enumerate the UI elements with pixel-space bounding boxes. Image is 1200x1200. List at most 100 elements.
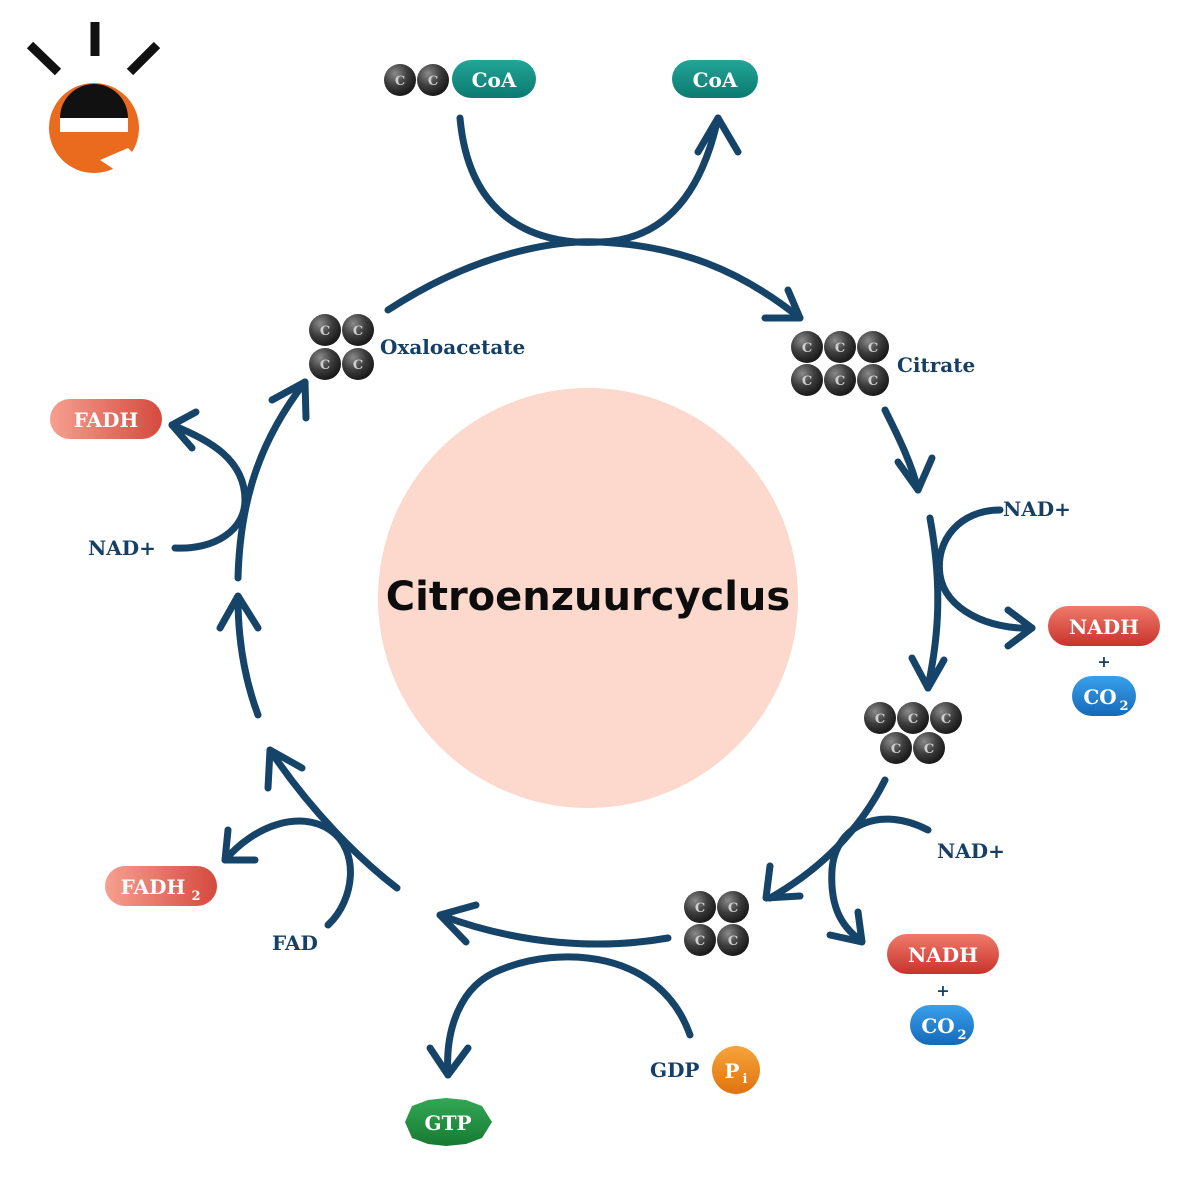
- succinyl-step-arrow: [436, 911, 672, 948]
- nad-label-1: NAD+: [1003, 497, 1071, 521]
- arrowhead: [761, 286, 804, 322]
- svg-text:C: C: [835, 341, 845, 356]
- nad-label-2: NAD+: [937, 839, 1005, 863]
- carbon-atom: [309, 348, 341, 380]
- svg-text:C: C: [941, 712, 951, 727]
- svg-text:C: C: [924, 742, 934, 757]
- carbon-atom: [309, 314, 341, 346]
- oxaloacetate-label: Oxaloacetate: [380, 335, 525, 359]
- svg-text:C: C: [868, 374, 878, 389]
- gdp-label: GDP: [650, 1058, 699, 1082]
- arrowhead: [694, 114, 742, 156]
- svg-text:CoA: CoA: [693, 68, 738, 92]
- svg-text:C: C: [353, 324, 363, 339]
- carbon-atom: [880, 732, 912, 764]
- carbon-atom: [857, 364, 889, 396]
- carbon-atom: [930, 702, 962, 734]
- arrowhead: [268, 378, 310, 422]
- svg-text:C: C: [728, 934, 738, 949]
- svg-text:C: C: [353, 358, 363, 373]
- isocitrate-step-arrow: [924, 514, 942, 692]
- carbon-atom: [913, 732, 945, 764]
- co2-pill-2: CO 2: [910, 1005, 974, 1045]
- svg-text:C: C: [395, 74, 405, 89]
- arrowhead: [894, 454, 936, 494]
- brand-logo: [26, 22, 161, 173]
- carbon-atom: [417, 64, 449, 96]
- carbon-atom: [384, 64, 416, 96]
- carbon-atom: [857, 331, 889, 363]
- plus-sign-1: +: [1097, 652, 1110, 671]
- svg-text:CoA: CoA: [472, 68, 517, 92]
- arrowhead: [1004, 606, 1036, 650]
- svg-text:C: C: [802, 341, 812, 356]
- gtp-badge: GTP: [405, 1098, 492, 1146]
- four-carbon-cluster: C C C C: [684, 891, 749, 956]
- svg-text:2: 2: [1119, 699, 1128, 714]
- fumarate-step-arrow: [234, 594, 262, 719]
- nadh-pill-1: NADH: [1048, 606, 1160, 646]
- nadh-branch-1-arrow: [935, 506, 1036, 632]
- plus-sign-2: +: [936, 981, 949, 1000]
- svg-text:NADH: NADH: [908, 943, 978, 967]
- svg-text:C: C: [695, 901, 705, 916]
- svg-text:C: C: [835, 374, 845, 389]
- oxaloacetate-carbons: C C C C: [309, 314, 374, 380]
- svg-text:C: C: [695, 934, 705, 949]
- carbon-atom: [717, 924, 749, 956]
- center-circle: [378, 388, 798, 808]
- arrowhead: [908, 654, 948, 692]
- svg-text:i: i: [743, 1072, 748, 1087]
- arrowhead: [264, 746, 306, 792]
- arrowhead: [221, 826, 259, 864]
- fad-label: FAD: [272, 931, 318, 955]
- citrate-label: Citrate: [897, 353, 975, 377]
- carbon-atom: [791, 364, 823, 396]
- svg-text:GTP: GTP: [424, 1111, 471, 1135]
- svg-text:C: C: [908, 712, 918, 727]
- arrowhead: [436, 901, 480, 946]
- alpha-ketoglutarate-step-arrow: [766, 776, 889, 902]
- carbon-atom: [717, 891, 749, 923]
- svg-text:C: C: [875, 712, 885, 727]
- svg-text:C: C: [320, 358, 330, 373]
- svg-text:P: P: [724, 1059, 739, 1083]
- carbon-atom: [684, 924, 716, 956]
- fadh2-branch-arrow: [221, 817, 354, 929]
- carbon-atom: [342, 348, 374, 380]
- carbon-atom: [864, 702, 896, 734]
- malate-step-arrow: [234, 378, 309, 582]
- carbon-atom: [824, 331, 856, 363]
- carbon-atom: [897, 702, 929, 734]
- svg-text:C: C: [728, 901, 738, 916]
- arrowhead: [216, 592, 262, 632]
- gtp-branch-arrow: [444, 953, 694, 1079]
- arrowhead: [426, 1044, 472, 1079]
- acetyl-carbons: C C: [384, 64, 449, 96]
- five-carbon-cluster: C C C C C: [864, 702, 962, 764]
- svg-text:C: C: [802, 374, 812, 389]
- arrowhead: [762, 862, 804, 902]
- svg-text:NADH: NADH: [1069, 615, 1139, 639]
- svg-text:C: C: [428, 74, 438, 89]
- svg-text:C: C: [868, 341, 878, 356]
- carbon-atom: [824, 364, 856, 396]
- carbon-atom: [684, 891, 716, 923]
- cycle-arrows: [168, 114, 1036, 1079]
- co2-pill-1: CO 2: [1072, 676, 1136, 716]
- carbon-atom: [791, 331, 823, 363]
- fadh-branch-arrow: [168, 421, 249, 552]
- nad-label-3: NAD+: [88, 536, 156, 560]
- arrowhead: [826, 908, 866, 946]
- coa-output-pill: CoA: [672, 60, 758, 98]
- citrate-carbons: C C C C C C: [791, 331, 889, 396]
- diagram-title: Citroenzuurcyclus: [386, 574, 790, 620]
- oxaloacetate-to-citrate-arrow: [384, 238, 804, 322]
- svg-text:FADH: FADH: [121, 875, 186, 899]
- svg-text:CO: CO: [921, 1014, 954, 1038]
- fadh-pill: FADH: [50, 399, 162, 439]
- svg-text:2: 2: [957, 1028, 966, 1043]
- arrowhead: [168, 408, 200, 452]
- nadh-pill-2: NADH: [887, 934, 999, 974]
